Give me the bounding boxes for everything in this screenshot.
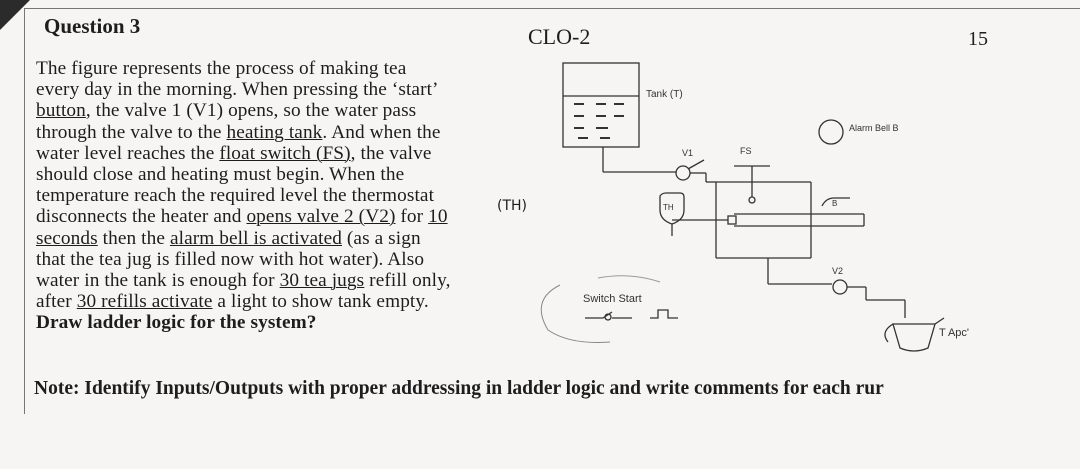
question-line: water in the tank is enough for 30 tea j… — [36, 270, 556, 291]
question-line: The figure represents the process of mak… — [36, 58, 556, 79]
text-segment: a light to show tank empty. — [212, 291, 429, 313]
page-corner — [0, 0, 30, 30]
float-switch-icon — [748, 196, 756, 204]
question-line: button, the valve 1 (V1) opens, so the w… — [36, 100, 556, 121]
text-segment: water in the tank is enough for — [36, 270, 280, 292]
tank-label: Tank (T) — [646, 89, 683, 100]
text-segment: 30 refills activate — [76, 291, 213, 313]
v2-label: V2 — [832, 266, 843, 276]
v1-label: V1 — [682, 148, 693, 158]
text-segment: refill only, — [364, 270, 451, 292]
text-segment: 10 — [428, 206, 448, 228]
tank-shape — [562, 62, 640, 148]
clo-label: CLO-2 — [528, 24, 591, 49]
text-segment: seconds — [36, 227, 98, 249]
text-segment: alarm bell is activated — [169, 227, 342, 249]
text-segment: Draw ladder logic for the system? — [36, 312, 317, 334]
text-segment: heating tank — [226, 121, 323, 143]
marks-value: 15 — [968, 28, 988, 50]
question-frame — [24, 8, 1080, 414]
fs-label: FS — [740, 146, 752, 156]
b-label: B — [832, 199, 837, 208]
text-segment: , the valve — [350, 142, 432, 164]
alarm-bell-icon — [818, 119, 844, 145]
text-segment: float switch (FS) — [219, 142, 351, 164]
question-line: should close and heating must begin. Whe… — [36, 164, 556, 185]
text-segment: water level reaches the — [36, 142, 220, 164]
text-segment: (as a sign — [341, 227, 421, 249]
pulse-icon — [650, 309, 678, 319]
text-segment: for — [395, 206, 429, 228]
valve-v1-icon — [675, 165, 691, 181]
question-line: Draw ladder logic for the system? — [36, 312, 556, 333]
question-line: water level reaches the float switch (FS… — [36, 143, 556, 164]
text-segment: 30 tea jugs — [279, 270, 365, 292]
text-segment: , the valve 1 (V1) opens, so the water p… — [85, 100, 417, 122]
text-segment: then the — [97, 227, 170, 249]
text-segment: The figure represents the process of mak… — [36, 58, 407, 79]
tea-jug-icon — [892, 323, 936, 352]
text-segment: button — [36, 100, 86, 122]
question-line: seconds then the alarm bell is activated… — [36, 228, 556, 249]
text-segment: through the valve to the — [36, 121, 227, 143]
question-line: through the valve to the heating tank. A… — [36, 122, 556, 143]
th-label: TH — [663, 203, 674, 212]
question-line: that the tea jug is filled now with hot … — [36, 249, 556, 270]
text-segment: should close and heating must begin. Whe… — [36, 164, 405, 186]
question-line: every day in the morning. When pressing … — [36, 79, 556, 100]
text-segment: that the tea jug is filled now with hot … — [36, 248, 425, 270]
question-text: The figure represents the process of mak… — [36, 58, 556, 334]
handwritten-note: (TH) — [497, 198, 528, 214]
question-line: after 30 refills activate a light to sho… — [36, 291, 556, 312]
text-segment: . And when the — [322, 121, 441, 143]
text-segment: temperature reach the required level the… — [36, 185, 435, 207]
question-line: disconnects the heater and opens valve 2… — [36, 206, 556, 227]
alarm-label: Alarm Bell B — [849, 123, 899, 133]
text-segment: disconnects the heater and — [36, 206, 247, 228]
switch-label: Switch Start — [583, 293, 642, 305]
question-line: temperature reach the required level the… — [36, 185, 556, 206]
text-segment: every day in the morning. When pressing … — [36, 79, 439, 101]
text-segment: after — [36, 291, 77, 313]
thermostat-shape — [659, 192, 685, 225]
question-title: Question 3 — [44, 14, 141, 38]
note-text: Note: Identify Inputs/Outputs with prope… — [34, 378, 884, 399]
valve-v2-icon — [832, 279, 848, 295]
text-segment: opens valve 2 (V2) — [246, 206, 396, 228]
jug-label: T Apc' — [939, 327, 969, 339]
